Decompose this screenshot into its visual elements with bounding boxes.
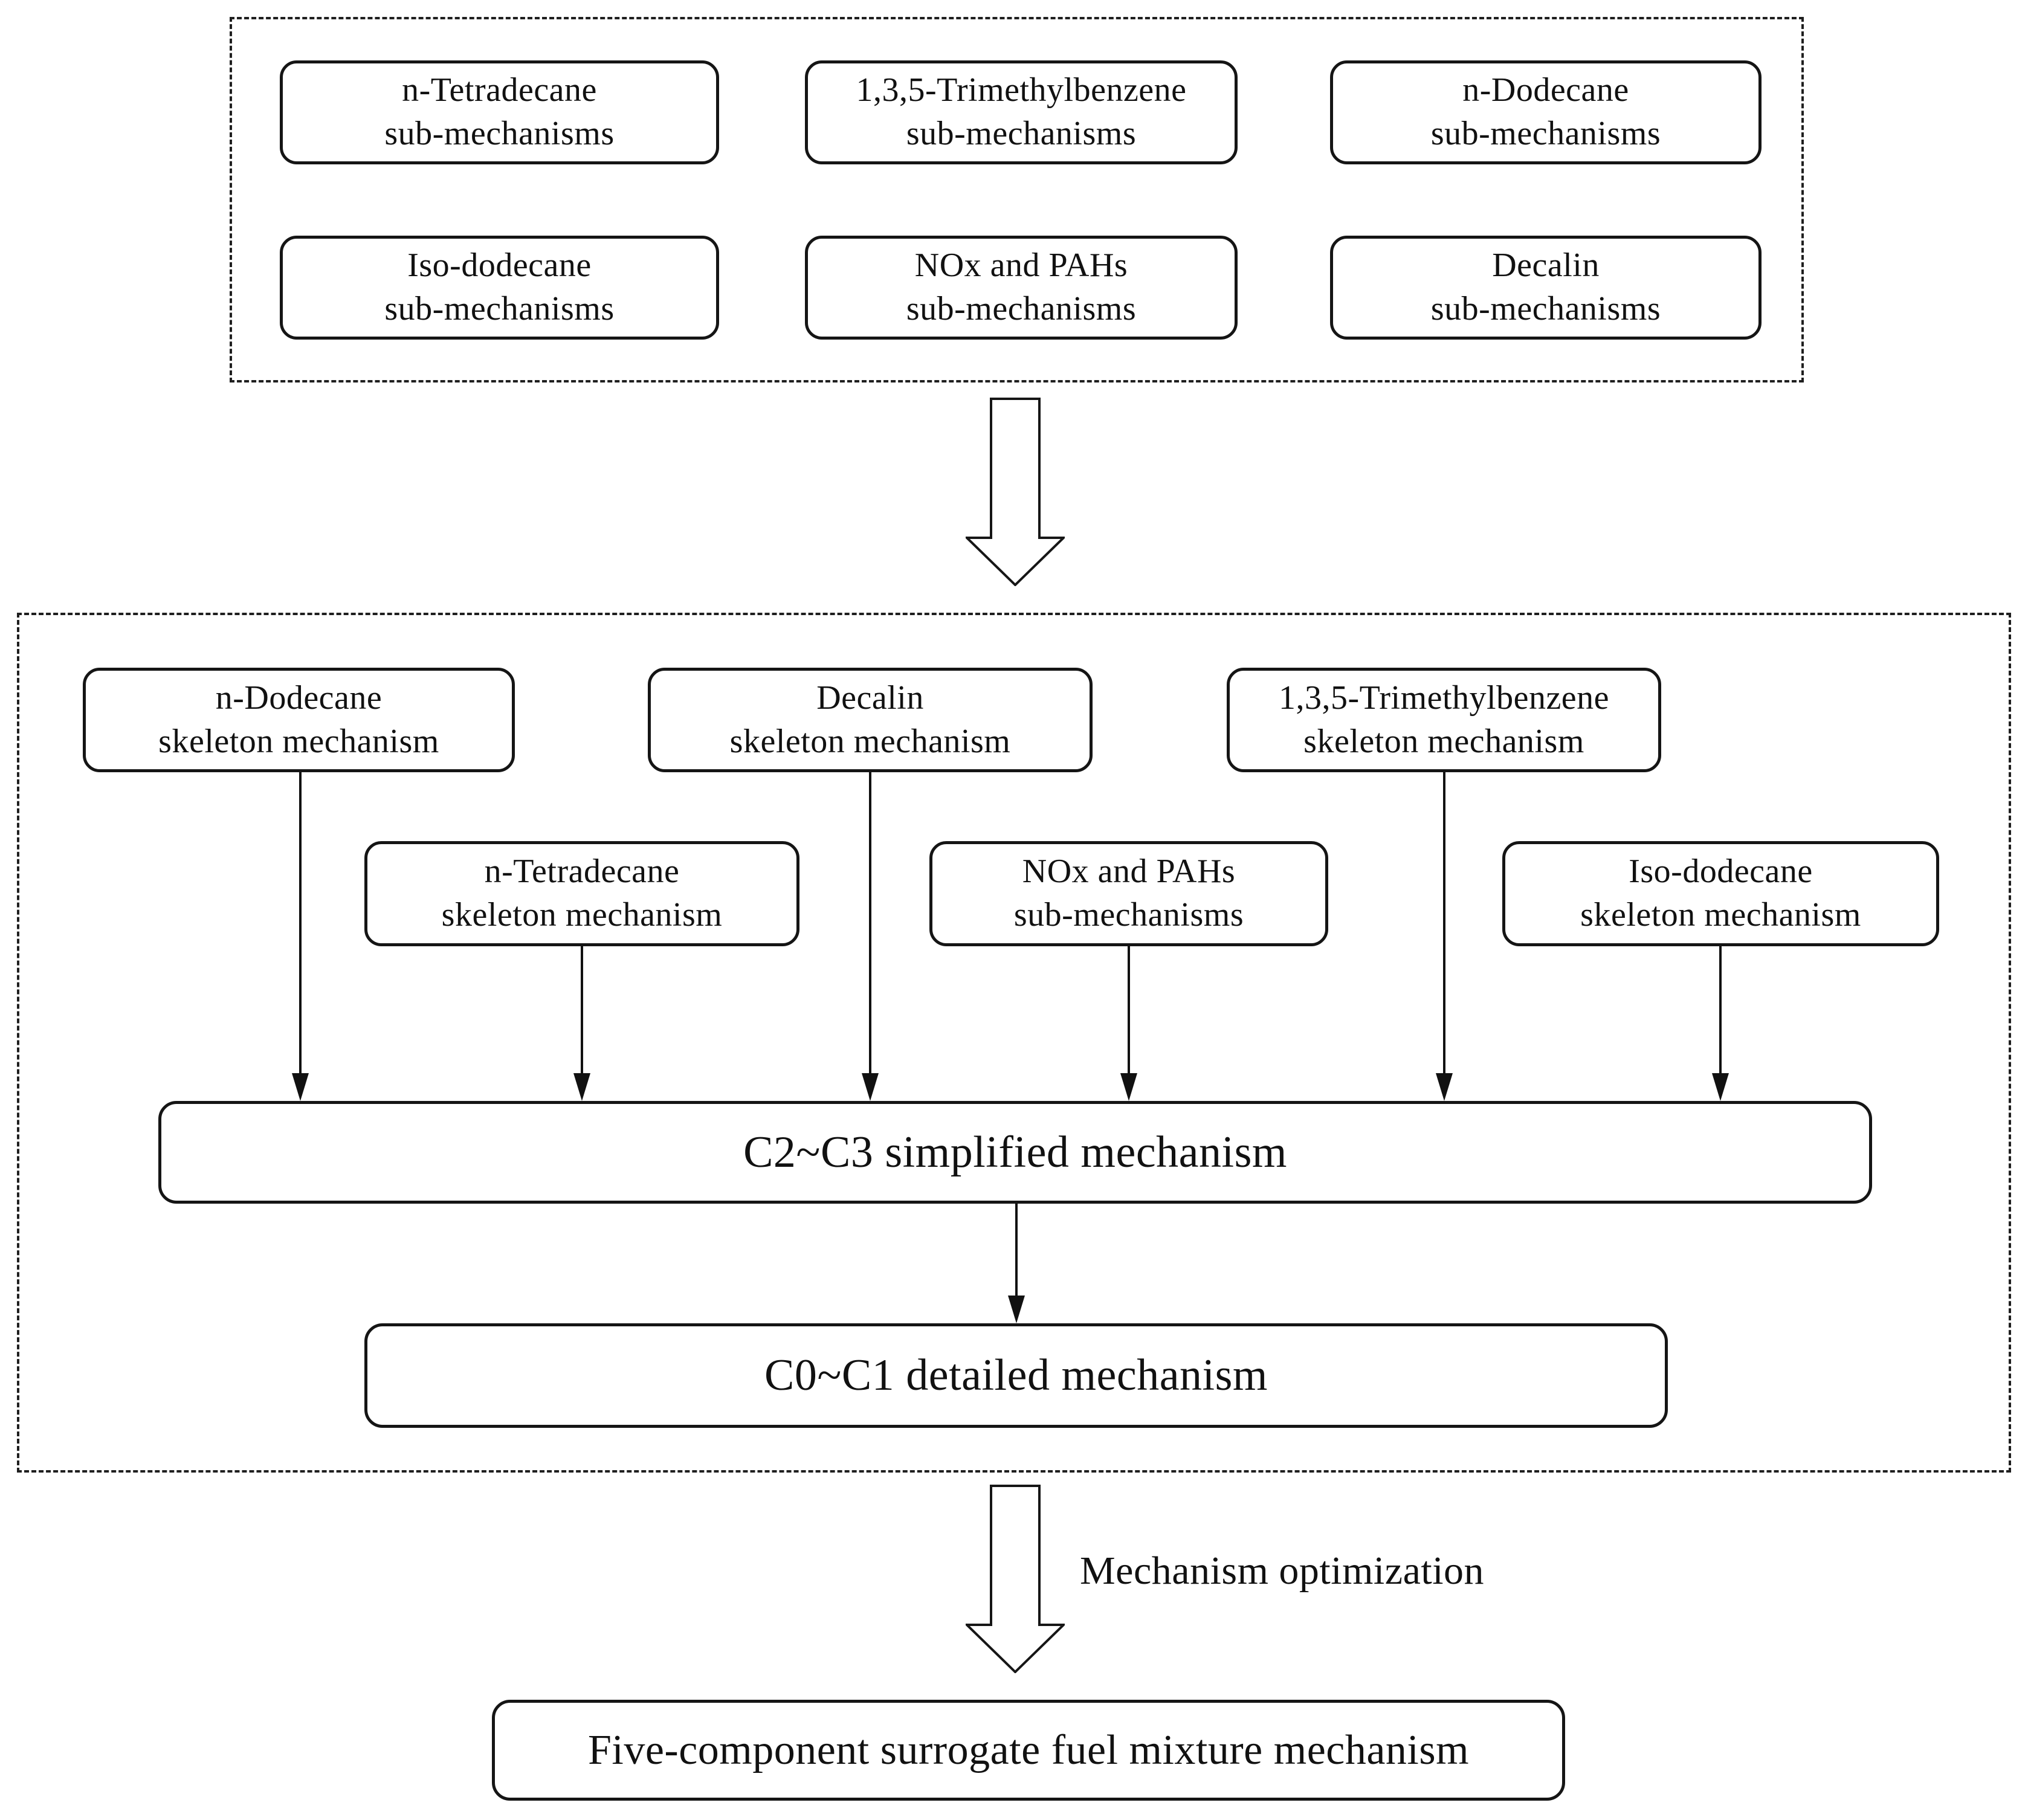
box-c2-c3-simplified-mechanism: C2~C3 simplified mechanism bbox=[158, 1101, 1872, 1204]
arrow-head-n-dodecane bbox=[292, 1073, 309, 1101]
box-label-line1: Decalin bbox=[816, 679, 924, 717]
box-c0-c1-detailed-mechanism: C0~C1 detailed mechanism bbox=[364, 1323, 1668, 1428]
box-label-line2: skeleton mechanism bbox=[1580, 896, 1861, 934]
final-mechanism-label: Five-component surrogate fuel mixture me… bbox=[587, 1726, 1470, 1773]
box-label-line1: Iso-dodecane bbox=[407, 247, 592, 285]
box-label-line1: Decalin bbox=[1492, 247, 1600, 285]
box-label-line2: skeleton mechanism bbox=[158, 722, 439, 760]
arrow-line-nox-pahs bbox=[1128, 946, 1130, 1074]
box-n-dodecane-skeleton: n-Dodecane skeleton mechanism bbox=[83, 668, 515, 772]
box-label-line2: sub-mechanisms bbox=[384, 115, 615, 152]
arrow-line-simplified-to-detailed bbox=[1015, 1204, 1018, 1297]
simplified-mechanism-label: C2~C3 simplified mechanism bbox=[743, 1127, 1287, 1177]
detailed-mechanism-label: C0~C1 detailed mechanism bbox=[764, 1350, 1268, 1400]
arrow-head-n-tetradecane bbox=[573, 1073, 590, 1101]
box-decalin-skeleton: Decalin skeleton mechanism bbox=[648, 668, 1093, 772]
arrow-line-n-tetradecane bbox=[581, 946, 583, 1074]
arrow-line-trimethylbenzene bbox=[1443, 772, 1445, 1074]
box-label-line1: NOx and PAHs bbox=[1022, 853, 1236, 891]
box-trimethylbenzene-sub: 1,3,5-Trimethylbenzene sub-mechanisms bbox=[805, 60, 1238, 164]
box-label-line2: skeleton mechanism bbox=[441, 896, 723, 934]
box-nox-pahs-skeleton-panel: NOx and PAHs sub-mechanisms bbox=[929, 841, 1328, 946]
box-label-line1: NOx and PAHs bbox=[914, 247, 1128, 285]
box-label-line1: 1,3,5-Trimethylbenzene bbox=[856, 71, 1187, 109]
box-label-line1: Iso-dodecane bbox=[1629, 853, 1813, 891]
block-down-arrow-icon bbox=[966, 398, 1065, 586]
box-n-dodecane-sub: n-Dodecane sub-mechanisms bbox=[1330, 60, 1762, 164]
arrow-head-decalin bbox=[862, 1073, 879, 1101]
box-label-line2: sub-mechanisms bbox=[1430, 290, 1661, 328]
box-five-component-surrogate-mechanism: Five-component surrogate fuel mixture me… bbox=[492, 1700, 1565, 1801]
box-label-line2: sub-mechanisms bbox=[906, 115, 1137, 152]
box-trimethylbenzene-skeleton: 1,3,5-Trimethylbenzene skeleton mechanis… bbox=[1227, 668, 1661, 772]
arrow-head-iso-dodecane bbox=[1712, 1073, 1729, 1101]
arrow-line-decalin bbox=[869, 772, 871, 1074]
box-label-line2: sub-mechanisms bbox=[1013, 896, 1244, 934]
box-n-tetradecane-skeleton: n-Tetradecane skeleton mechanism bbox=[364, 841, 799, 946]
block-down-arrow-icon bbox=[966, 1485, 1065, 1673]
box-decalin-sub: Decalin sub-mechanisms bbox=[1330, 236, 1762, 340]
box-label-line1: n-Dodecane bbox=[1462, 71, 1629, 109]
arrow-head-simplified-to-detailed bbox=[1008, 1296, 1025, 1323]
box-iso-dodecane-sub: Iso-dodecane sub-mechanisms bbox=[280, 236, 719, 340]
arrow-head-trimethylbenzene bbox=[1436, 1073, 1453, 1101]
box-label-line1: n-Dodecane bbox=[215, 679, 383, 717]
box-label-line1: 1,3,5-Trimethylbenzene bbox=[1278, 679, 1610, 717]
arrow-line-iso-dodecane bbox=[1719, 946, 1722, 1074]
box-label-line2: sub-mechanisms bbox=[1430, 115, 1661, 152]
box-label-line1: n-Tetradecane bbox=[402, 71, 597, 109]
box-n-tetradecane-sub: n-Tetradecane sub-mechanisms bbox=[280, 60, 719, 164]
box-nox-pahs-sub: NOx and PAHs sub-mechanisms bbox=[805, 236, 1238, 340]
box-iso-dodecane-skeleton: Iso-dodecane skeleton mechanism bbox=[1502, 841, 1939, 946]
skeleton-mechanisms-panel bbox=[17, 613, 2011, 1473]
arrow-head-nox-pahs bbox=[1120, 1073, 1137, 1101]
arrow-line-n-dodecane bbox=[299, 772, 302, 1074]
mechanism-optimization-label: Mechanism optimization bbox=[1080, 1549, 1485, 1593]
box-label-line2: skeleton mechanism bbox=[729, 722, 1011, 760]
box-label-line2: skeleton mechanism bbox=[1303, 722, 1584, 760]
sub-mechanisms-panel bbox=[230, 17, 1804, 382]
box-label-line1: n-Tetradecane bbox=[484, 853, 680, 891]
box-label-line2: sub-mechanisms bbox=[906, 290, 1137, 328]
box-label-line2: sub-mechanisms bbox=[384, 290, 615, 328]
